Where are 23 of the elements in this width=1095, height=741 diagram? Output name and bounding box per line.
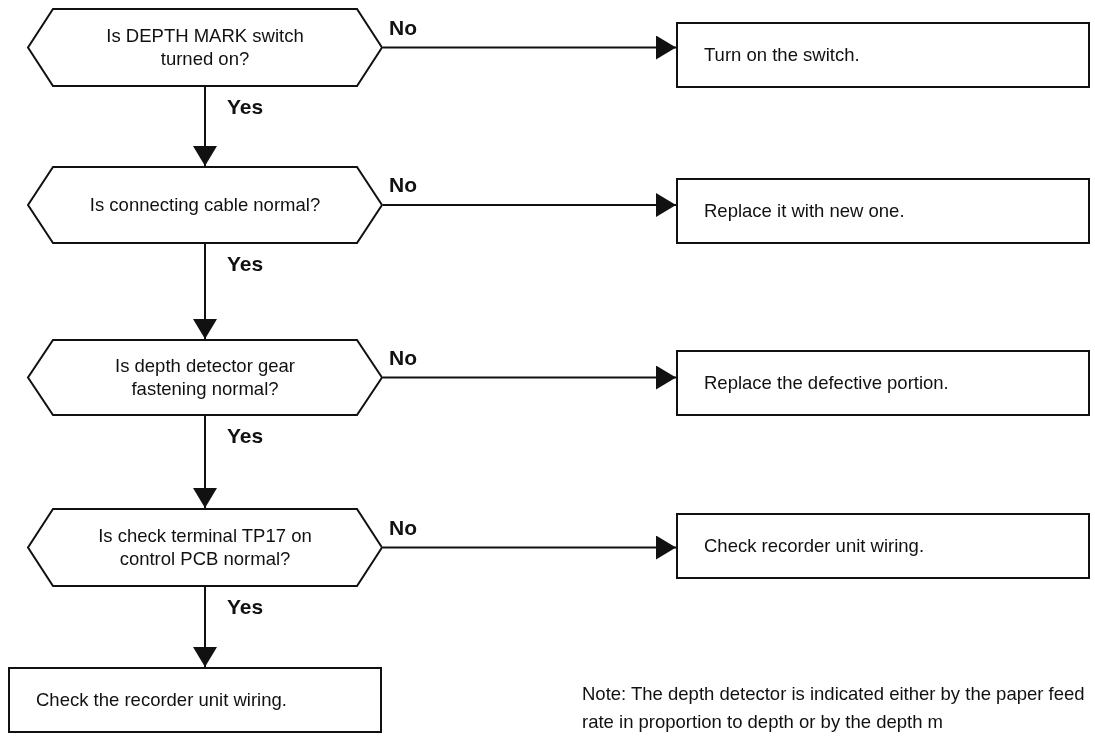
arrow [193,243,217,340]
node-text: Replace it with new one. [704,199,905,223]
arrow [193,415,217,509]
process-box [8,667,382,733]
note-text: Note: The depth detector is indicated either by the paper feed rate in proportion to depth or by the depth m [582,682,1086,734]
arrow [193,86,217,167]
process-box [676,350,1090,416]
arrow [193,586,217,668]
node-text: Is DEPTH MARK switch turned on? [105,25,305,70]
node-text: Is depth detector gear fastening normal? [114,355,296,400]
node-text: Replace the defective portion. [704,371,949,395]
arrow [382,35,677,60]
process-box [676,22,1090,88]
process-box [676,178,1090,244]
node-text: Check recorder unit wiring. [704,534,925,558]
arrow [382,365,677,390]
process-box [676,513,1090,579]
node-text: Turn on the switch. [704,43,860,67]
arrow [382,535,677,560]
node-text: Check the recorder unit wiring. [36,688,287,712]
node-text: Is check terminal TP17 on control PCB normal? [97,525,313,570]
node-text: Is connecting cable normal? [89,193,321,217]
arrow [382,193,677,217]
